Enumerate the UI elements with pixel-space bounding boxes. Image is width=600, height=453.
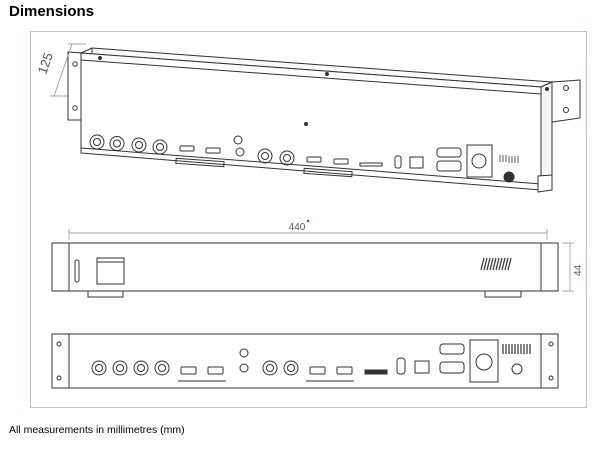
front-view [51, 229, 574, 298]
isometric-view [50, 43, 581, 193]
measurement-caption: All measurements in millimetres (mm) [9, 424, 185, 436]
rear-view [51, 333, 559, 389]
width-dimension-label: 440 [289, 222, 306, 233]
height-dimension-label: 125 [35, 51, 56, 76]
page-title: Dimensions [9, 3, 95, 20]
drawing-frame [30, 31, 587, 408]
bnc-connector-group [89, 134, 168, 155]
depth-dimension-label: 44 [573, 264, 584, 276]
marker-dot [306, 219, 310, 223]
